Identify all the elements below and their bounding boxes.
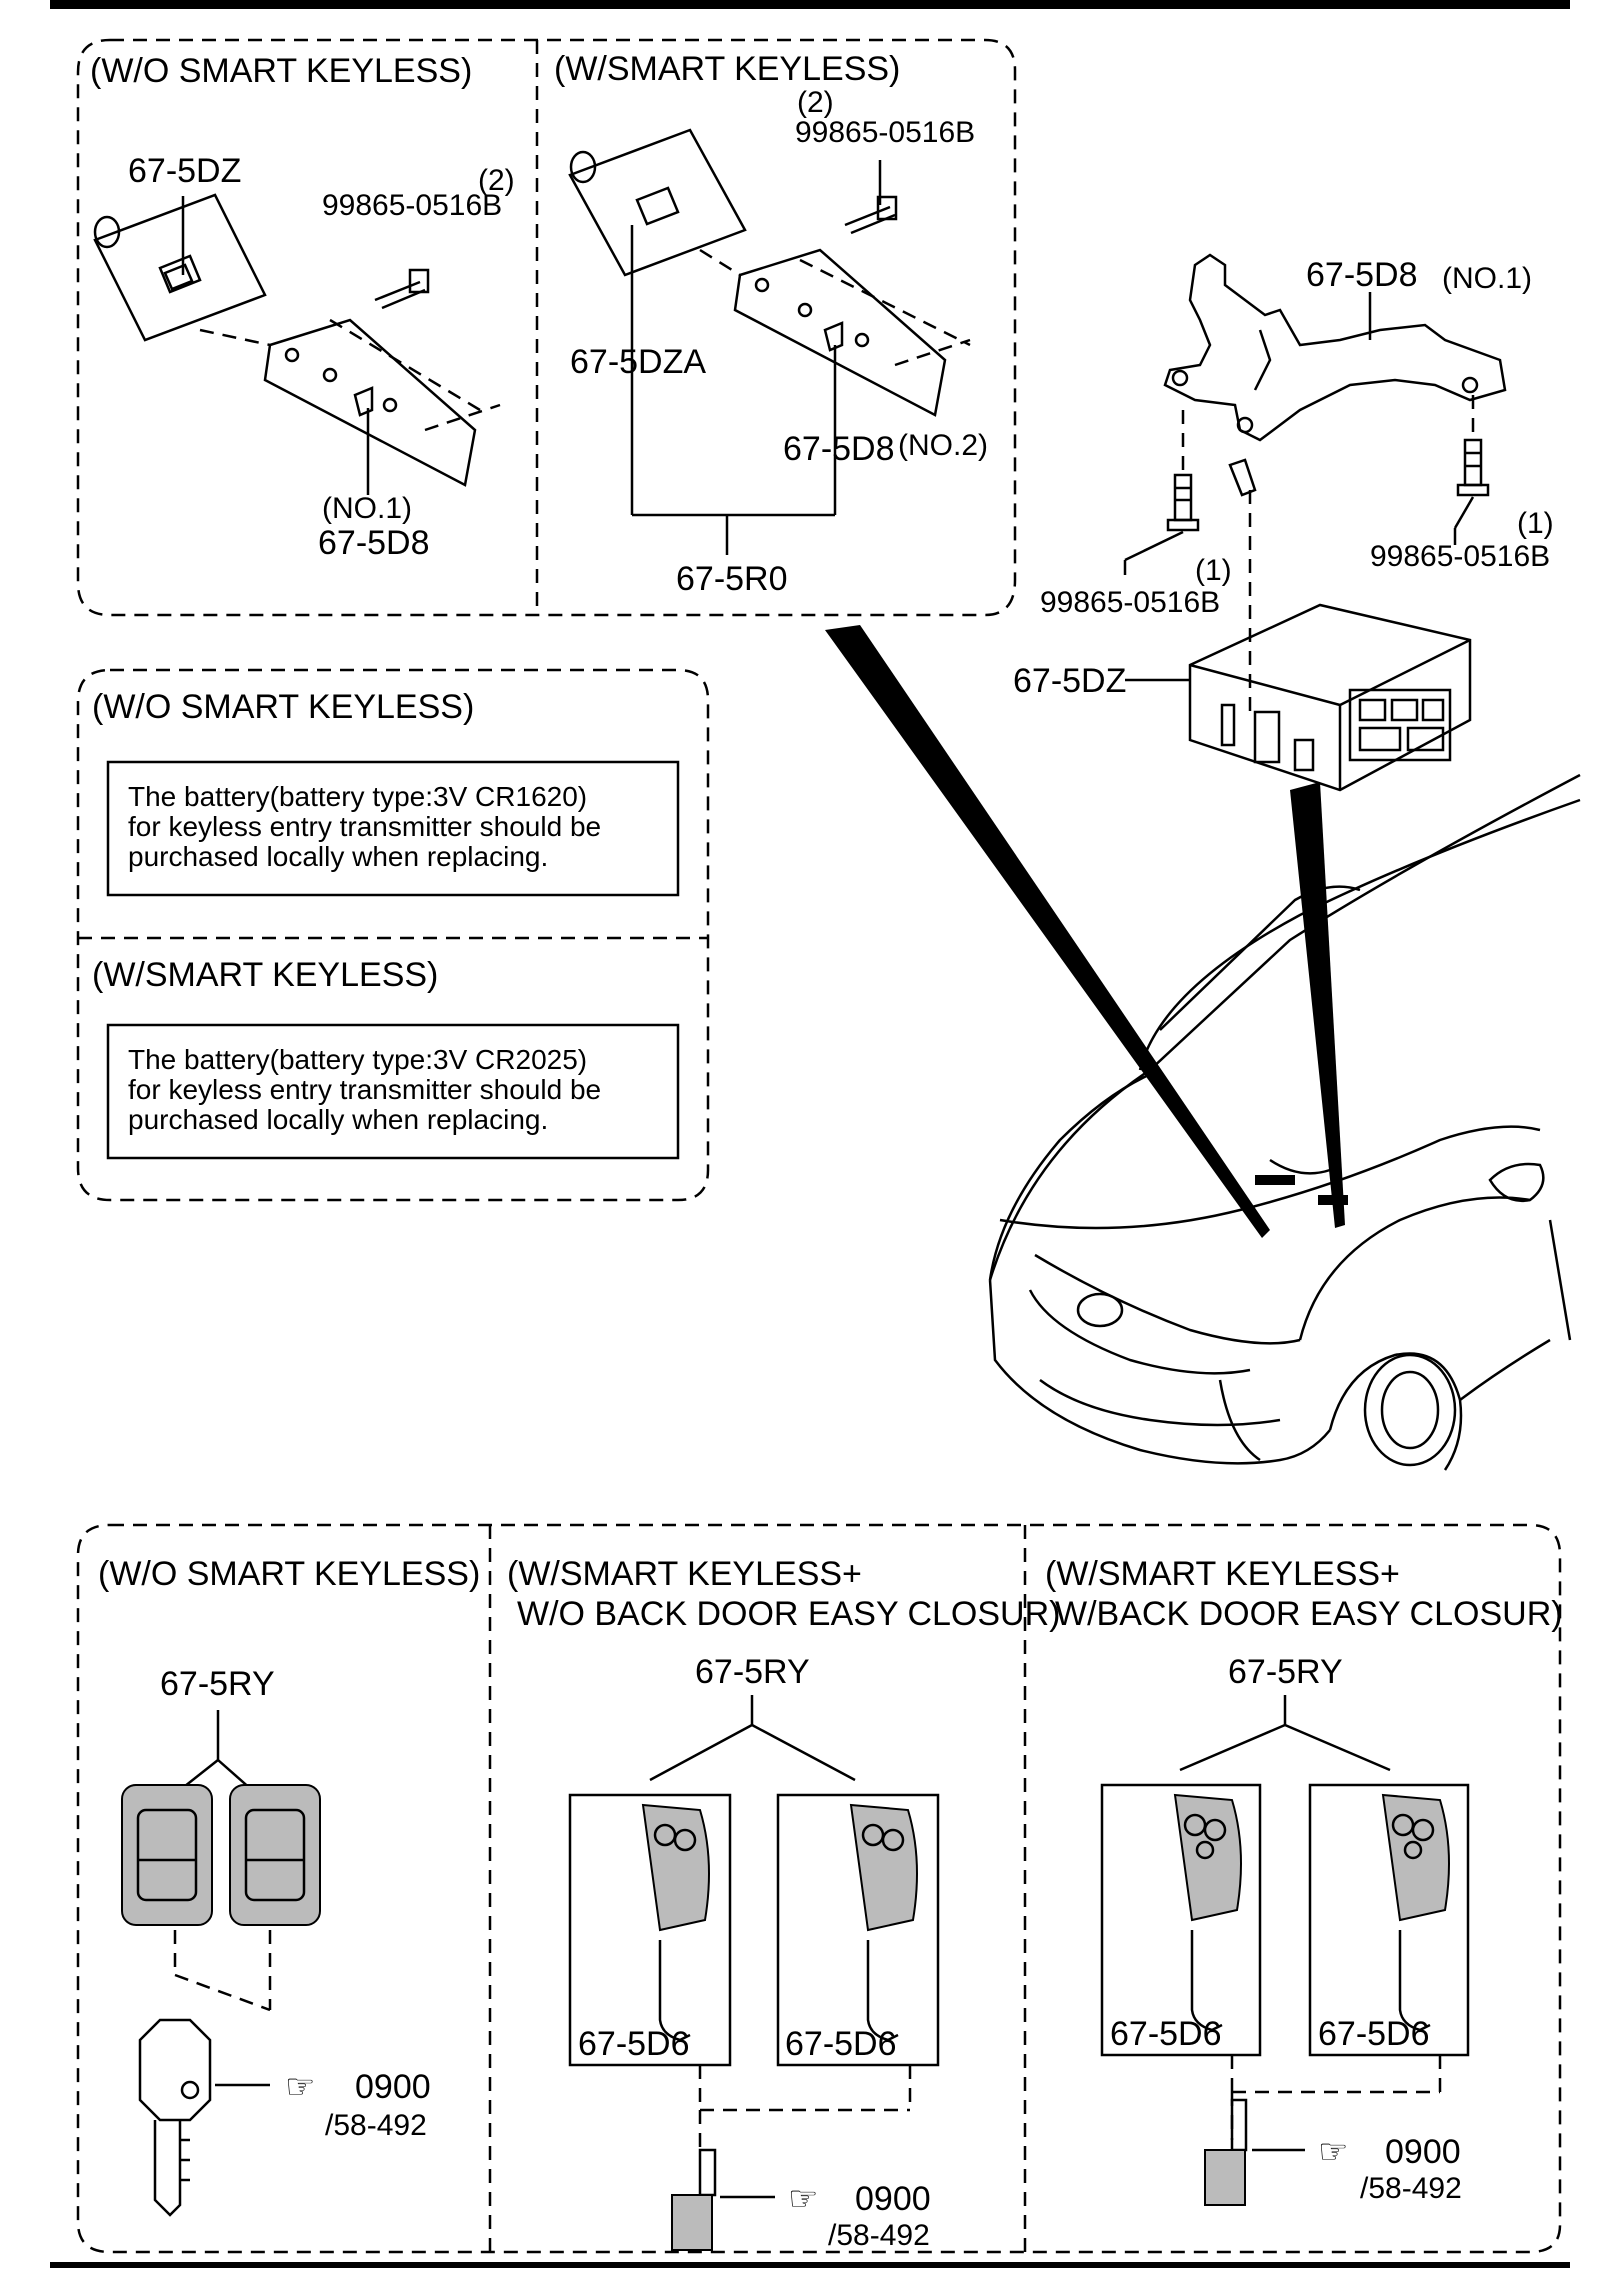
bolt-99865-0516b-w	[844, 160, 898, 235]
key-blade-w-w	[1204, 2098, 1248, 2206]
key-blade-w-wo	[671, 2148, 717, 2251]
tx-wo-title: (W/O SMART KEYLESS)	[98, 1555, 480, 1593]
fob-set-w-w-1: 67-5D6	[1100, 1783, 1262, 2057]
tx-w-w-part: 67-5RY	[1228, 1653, 1343, 1691]
top-border	[50, 0, 1570, 9]
ref-code-3: 0900	[1385, 2133, 1461, 2171]
ref-code-1: 0900	[355, 2068, 431, 2106]
vehicle-mount-group: 67-5D8 (NO.1) (1) 99865-0516B (1) 99865-…	[825, 253, 1554, 1238]
part-99865-right: 99865-0516B	[1370, 540, 1550, 573]
bracket-no2-label: (NO.2)	[898, 429, 988, 462]
mount-wo-title: (W/O SMART KEYLESS)	[90, 52, 472, 90]
key-blade-part-3: 67-5D6	[1110, 2015, 1222, 2053]
qty-2-w: (2)	[797, 86, 834, 119]
vehicle-illustration	[988, 773, 1581, 1471]
ref-hand-icon-2: ☞	[788, 2180, 818, 2218]
fob-set-w-wo-2: 67-5D6	[776, 1793, 940, 2067]
ref-code-2: 0900	[855, 2180, 931, 2218]
mount-w-title: (W/SMART KEYLESS)	[554, 50, 900, 88]
key-blade-part-2: 67-5D6	[785, 2025, 897, 2063]
key-wo	[138, 2018, 212, 2217]
ref-page-1: /58-492	[325, 2109, 427, 2142]
transmitter-group: (W/O SMART KEYLESS) 67-5RY ☞ 0900 /	[76, 1523, 1563, 2254]
ref-hand-icon-3: ☞	[1318, 2133, 1348, 2171]
bracket-no1-label: (NO.1)	[322, 492, 412, 525]
leader-wedge-1	[825, 625, 1270, 1238]
tx-w-wo-title-2: W/O BACK DOOR EASY CLOSUR)	[517, 1595, 1060, 1633]
key-blade-part-1: 67-5D6	[578, 2025, 690, 2063]
part-67-5d8-w: 67-5D8	[783, 430, 895, 468]
part-99865-w: 99865-0516B	[795, 116, 975, 149]
tx-w-wo-part: 67-5RY	[695, 1653, 810, 1691]
part-67-5d8-no1: 67-5D8	[1306, 256, 1418, 294]
qty-2-wo: (2)	[478, 164, 515, 197]
key-blade-part-4: 67-5D6	[1318, 2015, 1430, 2053]
tx-w-w-title-2: W/BACK DOOR EASY CLOSUR)	[1055, 1595, 1563, 1633]
control-unit-67-5dza	[568, 128, 747, 277]
bolt-left	[1166, 410, 1200, 532]
tx-w-w-title-1: (W/SMART KEYLESS+	[1045, 1555, 1400, 1593]
note-wo-line1: The battery(battery type:3V CR1620)	[128, 781, 587, 812]
part-67-5dz-tr: 67-5DZ	[1013, 662, 1126, 700]
fob-set-w-w-2: 67-5D6	[1308, 1783, 1470, 2057]
note-wo-line2: for keyless entry transmitter should be	[128, 811, 601, 842]
bracket-67-5d8-no1	[1163, 253, 1507, 497]
bolt-99865-0516b-wo	[374, 268, 430, 310]
control-unit-67-5dz-tr	[1188, 490, 1472, 792]
leader-wedge-2	[1290, 782, 1345, 1228]
note-wo-line3: purchased locally when replacing.	[128, 841, 548, 872]
note-w-line1: The battery(battery type:3V CR2025)	[128, 1044, 587, 1075]
note-w-title: (W/SMART KEYLESS)	[92, 956, 438, 994]
part-67-5dz: 67-5DZ	[128, 152, 241, 190]
tx-w-wo-title-1: (W/SMART KEYLESS+	[507, 1555, 862, 1593]
note-w-line3: purchased locally when replacing.	[128, 1104, 548, 1135]
note-w-box	[106, 1023, 680, 1160]
transmitter-wo-2	[229, 1784, 321, 1926]
ref-page-3: /58-492	[1360, 2172, 1462, 2205]
note-wo-title: (W/O SMART KEYLESS)	[92, 688, 474, 726]
control-unit-67-5dz	[93, 193, 267, 342]
bracket-no1-tr-label: (NO.1)	[1442, 262, 1532, 295]
mounting-group: (W/O SMART KEYLESS) (W/SMART KEYLESS) 67…	[76, 38, 1017, 617]
bracket-no2	[733, 248, 947, 417]
ref-page-2: /58-492	[828, 2219, 930, 2252]
qty-1-left: (1)	[1195, 554, 1232, 587]
bolt-right	[1456, 395, 1490, 497]
battery-notes: (W/O SMART KEYLESS) The battery(battery …	[76, 668, 710, 1202]
part-99865-left: 99865-0516B	[1040, 586, 1220, 619]
ref-hand-icon-1: ☞	[285, 2068, 315, 2106]
part-67-5d8-wo: 67-5D8	[318, 524, 430, 562]
part-67-5r0: 67-5R0	[676, 560, 788, 598]
transmitter-wo-1	[121, 1784, 213, 1926]
note-w-line2: for keyless entry transmitter should be	[128, 1074, 601, 1105]
part-99865-wo: 99865-0516B	[322, 189, 502, 222]
qty-1-right: (1)	[1517, 507, 1554, 540]
fob-set-w-wo-1: 67-5D6	[568, 1793, 732, 2067]
note-wo-box	[106, 760, 680, 897]
part-67-5dza: 67-5DZA	[570, 343, 706, 381]
tx-wo-part: 67-5RY	[160, 1665, 275, 1703]
bottom-border	[50, 2262, 1570, 2268]
